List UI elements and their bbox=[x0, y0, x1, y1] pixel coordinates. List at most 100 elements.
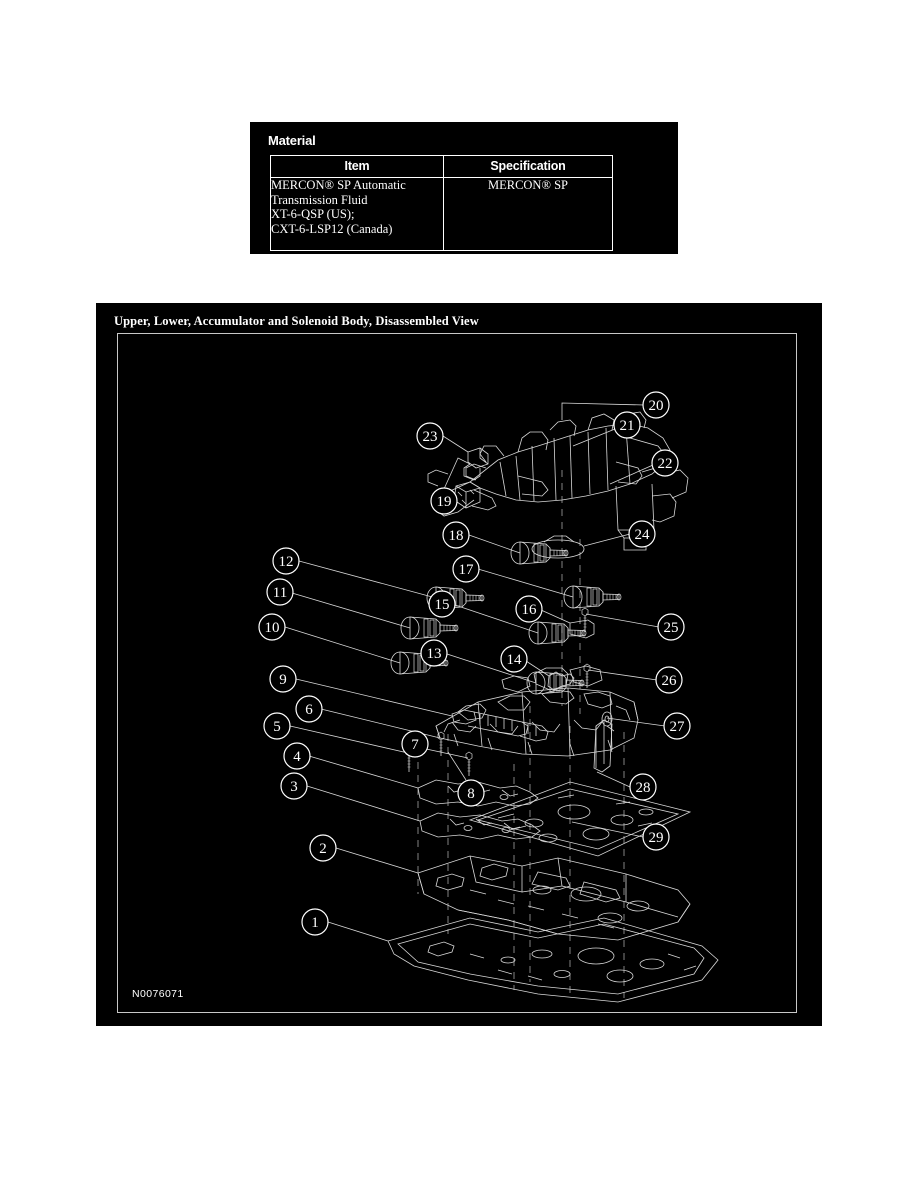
callout-13: 13 bbox=[420, 639, 448, 667]
callout-circle bbox=[428, 590, 456, 618]
callout-number: 23 bbox=[423, 429, 438, 445]
callout-16: 16 bbox=[515, 595, 543, 623]
callout-3: 3 bbox=[280, 772, 308, 800]
callout-circle bbox=[642, 391, 670, 419]
callout-7: 7 bbox=[401, 730, 429, 758]
callout-number: 7 bbox=[411, 737, 419, 753]
accumulator-valve-part-9 bbox=[451, 709, 549, 742]
callout-25: 25 bbox=[657, 613, 685, 641]
callout-circle bbox=[309, 834, 337, 862]
callout-circle bbox=[642, 823, 670, 851]
callout-27: 27 bbox=[663, 712, 691, 740]
callout-21: 21 bbox=[613, 411, 641, 439]
material-specification-block: Material Item Specification MERCON® SP A… bbox=[250, 122, 678, 254]
callout-18: 18 bbox=[442, 521, 470, 549]
exploded-view-diagram: 1234567891011121314151617181920212223242… bbox=[258, 391, 719, 1003]
callout-circle bbox=[442, 521, 470, 549]
table-row: MERCON® SP Automatic Transmission Fluid … bbox=[270, 177, 613, 251]
callout-circle bbox=[657, 613, 685, 641]
material-table: Item Specification MERCON® SP Automatic … bbox=[270, 155, 613, 251]
callout-number: 27 bbox=[670, 719, 686, 735]
callout-number: 29 bbox=[649, 830, 664, 846]
callout-circle bbox=[515, 595, 543, 623]
column-header-item: Item bbox=[270, 155, 444, 178]
callout-circle bbox=[655, 666, 683, 694]
callout-circle bbox=[272, 547, 300, 575]
callout-number: 14 bbox=[507, 652, 523, 668]
callout-number: 26 bbox=[662, 673, 678, 689]
callout-circle bbox=[651, 449, 679, 477]
callout-number: 21 bbox=[620, 418, 635, 434]
callout-number: 25 bbox=[664, 620, 679, 636]
callout-circle bbox=[663, 712, 691, 740]
callout-1: 1 bbox=[301, 908, 329, 936]
callout-number: 5 bbox=[273, 719, 281, 735]
callout-circle bbox=[500, 645, 528, 673]
callout-9: 9 bbox=[269, 665, 297, 693]
figure-title: Upper, Lower, Accumulator and Solenoid B… bbox=[114, 314, 479, 328]
callout-2: 2 bbox=[309, 834, 337, 862]
callout-number: 8 bbox=[467, 786, 475, 802]
callout-circle bbox=[280, 772, 308, 800]
lower-separator-plate-part-1 bbox=[387, 917, 719, 1003]
separator-plate-part-29 bbox=[468, 781, 692, 857]
callout-leader-lines bbox=[284, 402, 666, 942]
callout-number: 17 bbox=[459, 562, 475, 578]
callout-17: 17 bbox=[452, 555, 480, 583]
callout-circle bbox=[301, 908, 329, 936]
callout-number: 22 bbox=[658, 456, 673, 472]
callout-number: 20 bbox=[649, 398, 664, 414]
callout-number: 16 bbox=[522, 602, 538, 618]
callout-circle bbox=[613, 411, 641, 439]
callout-circle bbox=[430, 487, 458, 515]
callout-number: 10 bbox=[265, 620, 280, 636]
callout-number: 24 bbox=[635, 527, 651, 543]
item-line-1: MERCON® SP Automatic bbox=[271, 178, 406, 192]
material-heading: Material bbox=[268, 133, 316, 148]
callout-circle bbox=[263, 712, 291, 740]
callout-number: 28 bbox=[636, 780, 651, 796]
callout-circle bbox=[452, 555, 480, 583]
table-header-row: Item Specification bbox=[270, 155, 613, 178]
main-valve-body-assembly bbox=[435, 665, 639, 773]
callout-circle bbox=[401, 730, 429, 758]
callout-circle bbox=[283, 742, 311, 770]
callout-number: 9 bbox=[279, 672, 287, 688]
callout-circle bbox=[628, 520, 656, 548]
callout-number: 11 bbox=[273, 585, 287, 601]
cell-specification: MERCON® SP bbox=[443, 177, 613, 251]
solenoid-extra-parts bbox=[547, 619, 595, 691]
callout-number: 13 bbox=[427, 646, 442, 662]
callout-23: 23 bbox=[416, 422, 444, 450]
callout-circle bbox=[269, 665, 297, 693]
callout-circle bbox=[420, 639, 448, 667]
callout-number: 18 bbox=[449, 528, 464, 544]
callout-circle bbox=[457, 779, 485, 807]
callout-26: 26 bbox=[655, 666, 683, 694]
item-line-3: XT-6-QSP (US); bbox=[271, 207, 355, 222]
callout-number: 12 bbox=[279, 554, 294, 570]
callout-circle bbox=[416, 422, 444, 450]
callout-15: 15 bbox=[428, 590, 456, 618]
item-line-2: Transmission Fluid bbox=[271, 192, 368, 207]
callout-19: 19 bbox=[430, 487, 458, 515]
callout-6: 6 bbox=[295, 695, 323, 723]
callout-28: 28 bbox=[629, 773, 657, 801]
callout-circle bbox=[629, 773, 657, 801]
callout-number: 1 bbox=[311, 915, 319, 931]
callout-11: 11 bbox=[266, 578, 294, 606]
accumulator-plate-part-3 bbox=[419, 812, 541, 840]
callout-29: 29 bbox=[642, 823, 670, 851]
callout-24: 24 bbox=[628, 520, 656, 548]
callout-number: 3 bbox=[290, 779, 298, 795]
lower-valve-body-part-2 bbox=[417, 855, 691, 941]
callout-4: 4 bbox=[283, 742, 311, 770]
callout-22: 22 bbox=[651, 449, 679, 477]
callout-number: 2 bbox=[319, 841, 327, 857]
washer-part-27 bbox=[601, 711, 615, 732]
assembly-alignment-lines bbox=[417, 470, 625, 998]
callout-number: 19 bbox=[437, 494, 452, 510]
harness-connectors bbox=[453, 447, 489, 509]
figure-reference-code: N0076071 bbox=[132, 988, 184, 1000]
